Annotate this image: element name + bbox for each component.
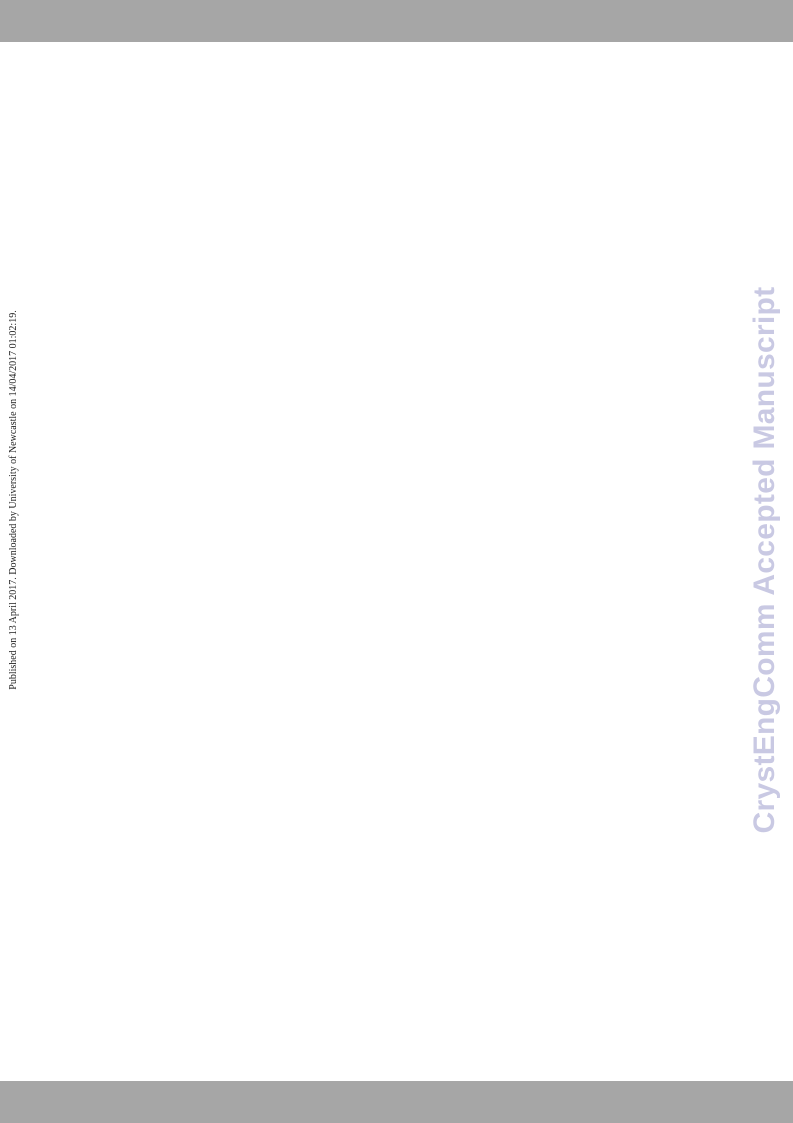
header-bar: [0, 0, 793, 42]
accepted-manuscript-watermark: CrystEngComm Accepted Manuscript: [748, 286, 781, 834]
footer-bar: [0, 1081, 793, 1123]
publication-download-note: Published on 13 April 2017. Downloaded b…: [8, 310, 19, 690]
